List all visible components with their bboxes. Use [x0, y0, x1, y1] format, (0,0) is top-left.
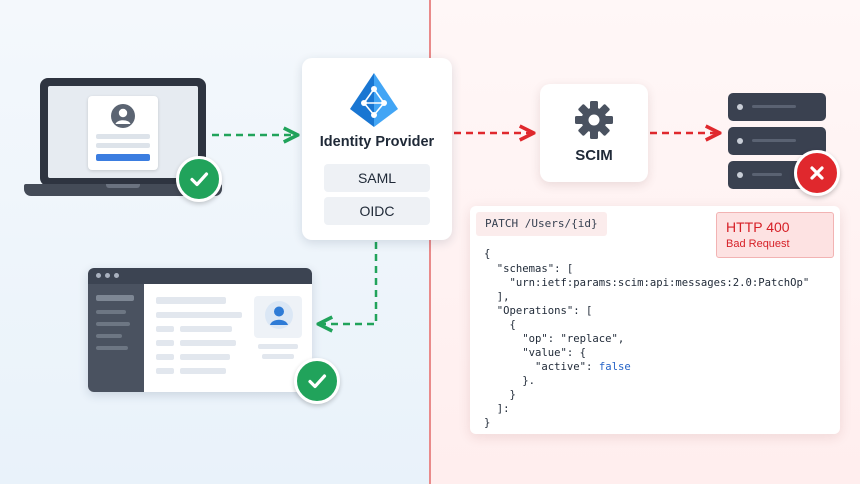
server-led-icon	[737, 138, 743, 144]
identity-provider-title: Identity Provider	[319, 134, 435, 150]
login-button	[96, 154, 150, 161]
content-line	[156, 326, 174, 332]
login-password-field	[96, 143, 150, 148]
content-line	[180, 368, 226, 374]
arrow-idp-to-dashboard	[320, 242, 378, 324]
code-line: }	[484, 417, 491, 429]
user-avatar-icon	[111, 104, 135, 128]
code-line: }	[484, 389, 516, 401]
code-line: "active": false	[484, 361, 631, 374]
code-line: ]:	[484, 403, 510, 415]
code-line: "value": {	[484, 347, 587, 359]
window-dot-icon	[105, 273, 110, 278]
sidebar-item	[96, 334, 122, 338]
code-line: "schemas": [	[484, 263, 574, 275]
zone-divider	[429, 0, 431, 484]
server-slot	[752, 173, 782, 176]
login-success-check-icon	[176, 156, 222, 202]
request-method-path: PATCH /Users/{id}	[476, 212, 607, 236]
server-led-icon	[737, 172, 743, 178]
dashboard-titlebar	[88, 268, 312, 284]
dashboard-success-check-icon	[294, 358, 340, 404]
code-line: "urn:ietf:params:scim:api:messages:2.0:P…	[484, 277, 810, 289]
code-line: {	[484, 319, 516, 331]
content-line	[156, 340, 174, 346]
content-line	[156, 354, 174, 360]
code-value-false: false	[598, 361, 631, 373]
profile-line	[258, 344, 298, 349]
dashboard-sidebar	[88, 284, 144, 392]
sidebar-item	[96, 346, 128, 350]
user-profile-icon	[265, 301, 293, 329]
window-dot-icon	[96, 273, 101, 278]
laptop-notch	[106, 184, 140, 188]
code-line: ],	[484, 291, 510, 303]
code-line: {	[484, 248, 491, 260]
protocol-saml: SAML	[324, 164, 430, 192]
login-username-field	[96, 134, 150, 139]
server-slot	[752, 105, 796, 108]
http-status-box	[716, 212, 834, 258]
scim-label: SCIM	[575, 147, 613, 164]
azure-ad-pyramid-icon	[350, 73, 398, 127]
http-status-text: Bad Request	[726, 238, 790, 250]
content-line	[156, 312, 242, 318]
code-line: "Operations": [	[484, 305, 593, 317]
code-key: "active":	[484, 361, 599, 373]
server-slot	[752, 139, 796, 142]
code-line: "op": "replace",	[484, 333, 625, 345]
http-status-code: HTTP 400	[726, 219, 790, 235]
profile-line	[262, 354, 294, 359]
gear-icon	[575, 101, 613, 139]
server-error-close-icon	[794, 150, 840, 196]
content-line	[180, 340, 236, 346]
sidebar-item	[96, 322, 130, 326]
sidebar-item	[96, 295, 134, 301]
protocol-oidc: OIDC	[324, 197, 430, 225]
content-heading	[156, 297, 226, 304]
sidebar-item	[96, 310, 126, 314]
laptop-base	[24, 184, 222, 196]
window-dot-icon	[114, 273, 119, 278]
content-line	[156, 368, 174, 374]
server-led-icon	[737, 104, 743, 110]
content-line	[180, 354, 230, 360]
content-line	[180, 326, 232, 332]
code-line: }.	[484, 375, 536, 387]
